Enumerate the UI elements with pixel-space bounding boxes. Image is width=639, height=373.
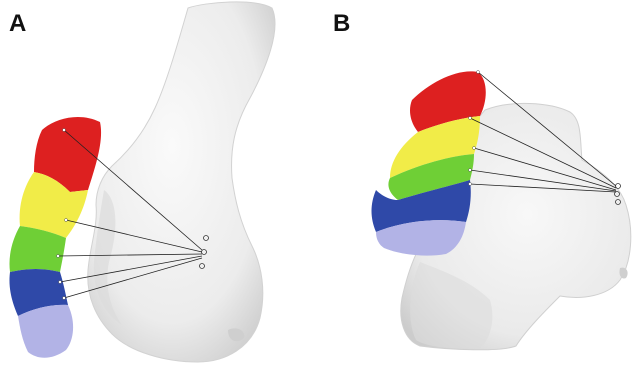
- panel-b: B: [320, 0, 639, 373]
- illustration-a: [0, 0, 320, 373]
- bone-shaft-a: [88, 2, 275, 362]
- panel-a: A: [0, 0, 320, 373]
- illustration-b: [320, 0, 639, 373]
- region-lavender-a: [18, 305, 73, 358]
